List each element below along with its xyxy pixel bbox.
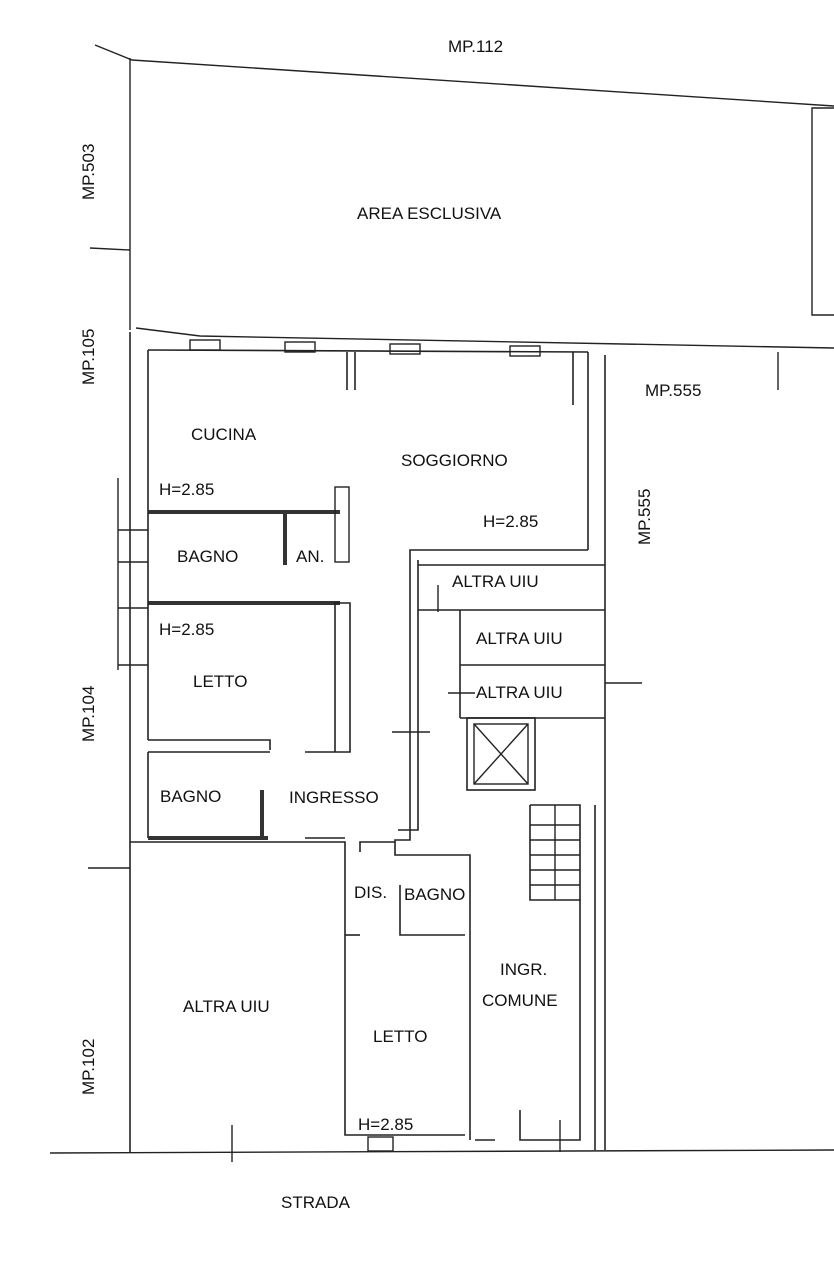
parcel-label-top: MP.112 (448, 37, 503, 56)
parcel-label-left-mid: MP.105 (79, 329, 98, 385)
parcel-label-right-vertical: MP.555 (635, 489, 654, 545)
parcel-label-left-bottom: MP.102 (79, 1039, 98, 1095)
room-bagno-3: BAGNO (404, 885, 465, 904)
height-cucina: H=2.85 (159, 480, 214, 499)
building-walls (117, 332, 606, 1152)
parcel-label-right: MP.555 (645, 381, 701, 400)
boundary-lines (49, 44, 834, 1162)
room-antibagno: AN. (296, 547, 324, 566)
room-altra-uiu-3: ALTRA UIU (476, 683, 563, 702)
room-area-esclusiva: AREA ESCLUSIVA (357, 204, 502, 223)
parcel-label-left-lower: MP.104 (79, 686, 98, 742)
height-letto-1: H=2.85 (159, 620, 214, 639)
room-ingresso-comune-line2: COMUNE (482, 991, 558, 1010)
staircase (529, 804, 581, 901)
room-disimpegno: DIS. (354, 883, 387, 902)
height-soggiorno: H=2.85 (483, 512, 538, 531)
room-cucina: CUCINA (191, 425, 257, 444)
height-letto-2: H=2.85 (358, 1115, 413, 1134)
parcel-label-left-top: MP.503 (79, 144, 98, 200)
room-letto-2: LETTO (373, 1027, 427, 1046)
elevator-shaft (466, 717, 536, 791)
street-label: STRADA (281, 1193, 351, 1212)
room-ingresso-comune-line1: INGR. (500, 960, 547, 979)
room-altra-uiu-2: ALTRA UIU (476, 629, 563, 648)
room-ingresso: INGRESSO (289, 788, 379, 807)
room-altra-uiu-left: ALTRA UIU (183, 997, 270, 1016)
room-letto-1: LETTO (193, 672, 247, 691)
room-altra-uiu-1: ALTRA UIU (452, 572, 539, 591)
room-bagno-2: BAGNO (160, 787, 221, 806)
room-bagno-1: BAGNO (177, 547, 238, 566)
room-soggiorno: SOGGIORNO (401, 451, 508, 470)
